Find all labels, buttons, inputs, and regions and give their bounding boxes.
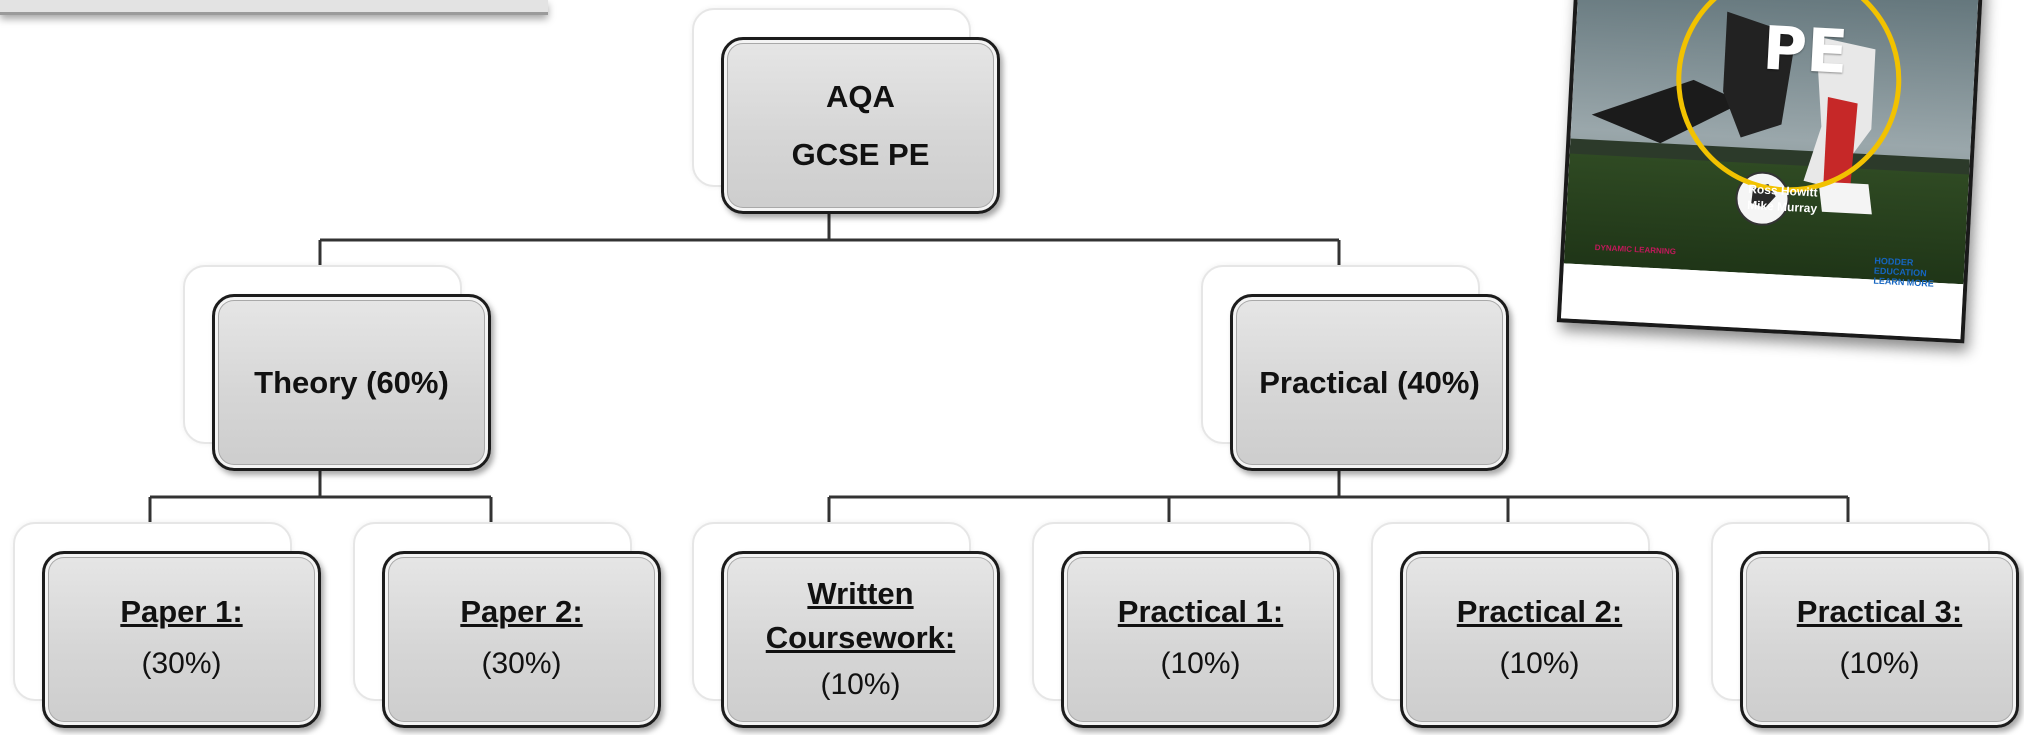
practical-2-percent: (10%)	[1499, 646, 1580, 680]
root-line1: AQA	[826, 78, 895, 114]
paper-1-title: Paper 1:	[120, 593, 243, 629]
practical-1-percent: (10%)	[1160, 646, 1241, 680]
node-box: Practical 2: (10%)	[1400, 551, 1679, 728]
paper-2-percent: (30%)	[481, 646, 562, 680]
practical-3-title: Practical 3:	[1796, 593, 1963, 629]
practical-3-percent: (10%)	[1839, 646, 1920, 680]
paper-1-percent: (30%)	[141, 646, 222, 680]
node-box: Practical 3: (10%)	[1740, 551, 2019, 728]
book-authors: Ross Howitt Mike Murray	[1717, 179, 1848, 218]
node-box: Practical 1: (10%)	[1061, 551, 1340, 728]
book-cover-art	[1563, 0, 1980, 285]
written-title-line1: Written	[807, 575, 914, 611]
root-line2: GCSE PE	[791, 136, 930, 172]
node-box: Paper 2: (30%)	[382, 551, 661, 728]
book-cover: PE Ross Howitt Mike Murray DYNAMIC LEARN…	[1556, 0, 1984, 344]
book-title: PE	[1761, 13, 1850, 88]
practical-2-title: Practical 2:	[1456, 593, 1623, 629]
paper-2-title: Paper 2:	[460, 593, 583, 629]
written-percent: (10%)	[820, 667, 901, 701]
hodder-education-logo: HODDER EDUCATION LEARN MORE	[1873, 255, 1935, 289]
node-box: Practical (40%)	[1230, 294, 1509, 471]
node-box: Paper 1: (30%)	[42, 551, 321, 728]
top-left-bar	[0, 0, 548, 15]
node-box: AQA GCSE PE	[721, 37, 1000, 214]
theory-label: Theory (60%)	[254, 364, 449, 400]
practical-label: Practical (40%)	[1259, 364, 1480, 400]
node-box: Theory (60%)	[212, 294, 491, 471]
node-box: Written Coursework: (10%)	[721, 551, 1000, 728]
practical-1-title: Practical 1:	[1117, 593, 1284, 629]
written-title-line2: Coursework:	[765, 619, 956, 655]
